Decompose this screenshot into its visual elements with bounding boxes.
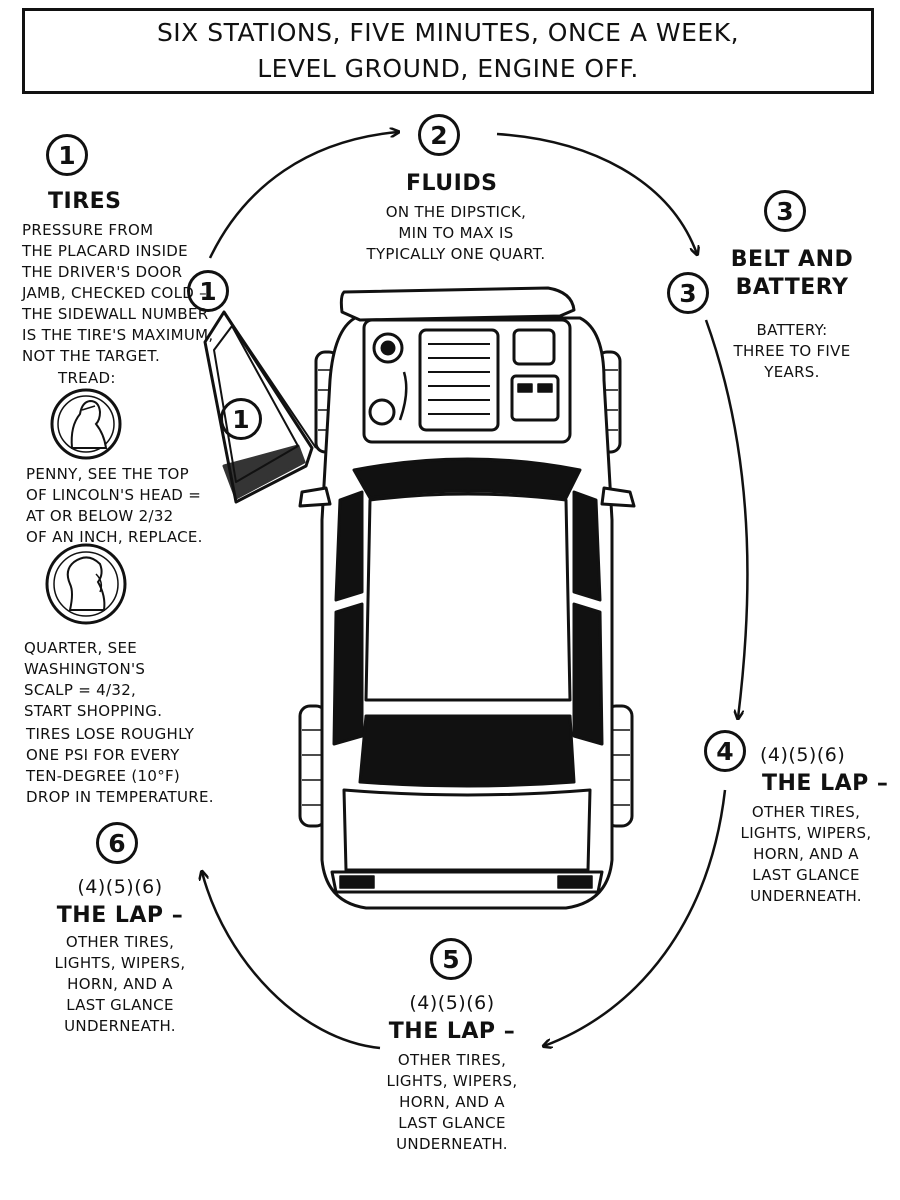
lap-5-line: UNDERNEATH.	[396, 1135, 508, 1153]
lap-6-line: UNDERNEATH.	[64, 1017, 176, 1035]
battery-line: THREE TO FIVE	[733, 342, 851, 360]
penny-line: OF AN INCH, REPLACE.	[26, 528, 203, 546]
arrow-5-to-6	[202, 872, 381, 1050]
lap-6-line: OTHER TIRES,	[65, 933, 175, 951]
step-1-door-marker: 1	[220, 398, 262, 440]
lap-5-line: OTHER TIRES,	[397, 1051, 507, 1069]
tires-pressure-line: THE SIDEWALL NUMBER	[22, 305, 209, 323]
car-top-view-icon	[298, 286, 636, 910]
penny-line: AT OR BELOW 2/32	[26, 507, 174, 525]
step-3-marker: 3	[764, 190, 806, 232]
step-1-marker-secondary: 1	[187, 270, 229, 312]
tires-pressure-line: IS THE TIRE'S MAXIMUM,	[22, 326, 214, 344]
belt-battery-title-line: BELT AND	[730, 247, 854, 272]
lap-6-subhead: (4)(5)(6)	[77, 876, 163, 898]
temperature-text: TIRES LOSE ROUGHLY ONE PSI FOR EVERY TEN…	[26, 724, 214, 808]
battery-text: BATTERY: THREE TO FIVE YEARS.	[712, 320, 872, 383]
lap-6-line: HORN, AND A	[67, 975, 173, 993]
tires-title: TIRES	[48, 189, 122, 214]
penny-line: OF LINCOLN'S HEAD =	[26, 486, 202, 504]
tires-pressure-line: THE DRIVER'S DOOR	[22, 263, 183, 281]
tires-pressure-text: PRESSURE FROM THE PLACARD INSIDE THE DRI…	[22, 220, 213, 367]
lap-5-text: OTHER TIRES, LIGHTS, WIPERS, HORN, AND A…	[372, 1050, 532, 1155]
tires-pressure-line: JAMB, CHECKED COLD –	[22, 284, 207, 302]
fluids-text: ON THE DIPSTICK, MIN TO MAX IS TYPICALLY…	[346, 202, 566, 265]
arrow-3-to-4	[704, 319, 749, 718]
lap-4-subhead: (4)(5)(6)	[760, 744, 846, 766]
lap-5-line: HORN, AND A	[399, 1093, 505, 1111]
quarter-line: WASHINGTON'S	[24, 660, 146, 678]
arrow-4-to-5	[544, 789, 727, 1046]
step-4-marker: 4	[704, 730, 746, 772]
temperature-line: TEN-DEGREE (10°F)	[26, 767, 181, 785]
quarter-line: SCALP = 4/32,	[24, 681, 137, 699]
lap-4-line: LAST GLANCE	[752, 866, 860, 884]
belt-battery-title-line: BATTERY	[735, 275, 849, 300]
lap-5-title: THE LAP –	[388, 1019, 516, 1044]
belt-battery-title: BELT AND BATTERY	[722, 246, 862, 302]
lap-4-line: UNDERNEATH.	[750, 887, 862, 905]
temperature-line: DROP IN TEMPERATURE.	[26, 788, 214, 806]
arrow-1-to-2	[208, 132, 398, 259]
battery-line: BATTERY:	[756, 321, 828, 339]
lap-4-line: OTHER TIRES,	[751, 803, 861, 821]
tires-pressure-line: NOT THE TARGET.	[22, 347, 161, 365]
open-driver-door-icon	[203, 310, 317, 504]
quarter-line: QUARTER, SEE	[24, 639, 138, 657]
penny-lincoln-icon	[50, 388, 122, 460]
tires-pressure-line: PRESSURE FROM	[22, 221, 154, 239]
arrow-2-to-3	[496, 132, 697, 254]
lap-5-subhead: (4)(5)(6)	[409, 992, 495, 1014]
title-banner: SIX STATIONS, FIVE MINUTES, ONCE A WEEK,…	[22, 8, 874, 94]
lap-6-text: OTHER TIRES, LIGHTS, WIPERS, HORN, AND A…	[40, 932, 200, 1037]
battery-line: YEARS.	[764, 363, 820, 381]
fluids-line: ON THE DIPSTICK,	[385, 203, 527, 221]
lap-4-line: HORN, AND A	[753, 845, 859, 863]
tread-label: TREAD:	[58, 369, 116, 387]
fluids-line: MIN TO MAX IS	[398, 224, 514, 242]
lap-4-title: THE LAP –	[762, 771, 889, 796]
step-6-marker: 6	[96, 822, 138, 864]
lap-6-line: LAST GLANCE	[66, 996, 174, 1014]
temperature-line: ONE PSI FOR EVERY	[26, 746, 180, 764]
step-3-marker-secondary: 3	[667, 272, 709, 314]
fluids-line: TYPICALLY ONE QUART.	[366, 245, 546, 263]
penny-text: PENNY, SEE THE TOP OF LINCOLN'S HEAD = A…	[26, 464, 203, 548]
quarter-text: QUARTER, SEE WASHINGTON'S SCALP = 4/32, …	[24, 638, 162, 722]
fluids-title: FLUIDS	[406, 171, 498, 196]
quarter-washington-icon	[45, 543, 127, 625]
step-5-marker: 5	[430, 938, 472, 980]
lap-5-line: LIGHTS, WIPERS,	[386, 1072, 518, 1090]
banner-line-1: SIX STATIONS, FIVE MINUTES, ONCE A WEEK,	[156, 18, 740, 47]
step-2-marker: 2	[418, 114, 460, 156]
banner-line-2: LEVEL GROUND, ENGINE OFF.	[257, 54, 639, 83]
penny-line: PENNY, SEE THE TOP	[26, 465, 190, 483]
lap-5-line: LAST GLANCE	[398, 1114, 506, 1132]
tires-pressure-line: THE PLACARD INSIDE	[22, 242, 188, 260]
lap-6-title: THE LAP –	[56, 903, 184, 928]
lap-4-line: LIGHTS, WIPERS,	[740, 824, 872, 842]
lap-6-line: LIGHTS, WIPERS,	[54, 954, 186, 972]
quarter-line: START SHOPPING.	[24, 702, 163, 720]
lap-4-text: OTHER TIRES, LIGHTS, WIPERS, HORN, AND A…	[726, 802, 886, 907]
step-1-marker: 1	[46, 134, 88, 176]
temperature-line: TIRES LOSE ROUGHLY	[26, 725, 195, 743]
